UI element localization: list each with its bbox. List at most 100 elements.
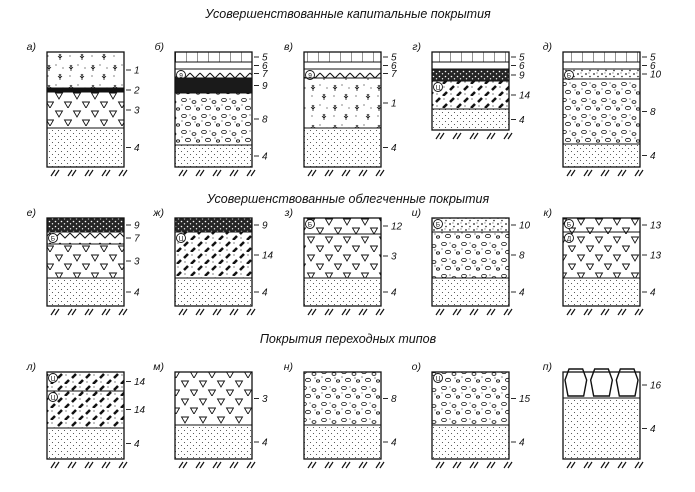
layer-number: 3: [134, 257, 140, 268]
ground-hatch: [617, 461, 627, 469]
ground-hatch: [307, 308, 317, 316]
ground-hatch: [600, 461, 610, 469]
ground-hatch: [503, 132, 513, 140]
layer-number: 4: [519, 438, 525, 449]
layer-number: 3: [391, 252, 397, 263]
ground-hatch: [634, 169, 644, 177]
layer-fill: [47, 244, 124, 278]
layer-number: 9: [262, 81, 268, 92]
column-letter: б): [155, 41, 164, 53]
layer-fill: [175, 232, 252, 278]
layer-fill: [175, 425, 252, 459]
ground-hatch: [452, 132, 462, 140]
layer-fill: [304, 128, 381, 167]
column-letter: д): [543, 41, 552, 53]
layer-number: 7: [391, 69, 397, 80]
layer-number: 9: [519, 71, 525, 82]
layer-fill: [175, 218, 252, 232]
column-letter: н): [284, 361, 293, 373]
ground-hatch: [486, 461, 496, 469]
ground-hatch: [435, 308, 445, 316]
layer-fill: [432, 62, 509, 69]
ground-hatch: [118, 308, 128, 316]
ground-hatch: [600, 169, 610, 177]
layer-fill: [304, 372, 381, 425]
ground-hatch: [212, 169, 222, 177]
layer-tag-circle: [305, 219, 315, 229]
layer-fill: [175, 145, 252, 167]
layer-tag: Б: [567, 221, 571, 228]
layer-tag: 9: [179, 72, 183, 79]
layer-tag: Ц: [436, 84, 441, 91]
layer-fill: [432, 278, 509, 306]
pavement-column: п)164: [543, 361, 662, 469]
column-frame: [562, 217, 641, 307]
layer-number: 9: [134, 221, 140, 232]
ground-hatch: [375, 169, 385, 177]
layer-number: 5: [519, 53, 525, 64]
layer-fill: [563, 232, 640, 278]
layer-number: 4: [262, 288, 268, 299]
layer-fill: [563, 79, 640, 144]
layer-number: 10: [519, 221, 531, 232]
layer-fill: [432, 232, 509, 278]
column-letter: и): [412, 207, 421, 219]
ground-hatch: [212, 461, 222, 469]
layer-tag-circle: [433, 82, 443, 92]
layer-number: 4: [134, 143, 140, 154]
ground-hatch: [358, 308, 368, 316]
column-frame: [174, 371, 253, 460]
column-frame: [431, 51, 510, 131]
ground-hatch: [324, 308, 334, 316]
layer-tag: Б: [308, 221, 312, 228]
layer-number: 4: [650, 288, 656, 299]
layer-number: 3: [134, 106, 140, 117]
layer-fill: [432, 218, 509, 232]
column-letter: з): [284, 207, 293, 219]
layer-fill: [47, 372, 124, 391]
column-frame: [562, 51, 641, 168]
ground-hatch: [118, 461, 128, 469]
section-title: Усовершенствованные капитальные покрытия: [204, 7, 491, 21]
layer-number: 2: [133, 86, 140, 97]
column-letter: в): [284, 41, 293, 53]
layer-number: 8: [391, 394, 397, 405]
column-frame: [303, 371, 382, 460]
layer-number: 4: [391, 438, 397, 449]
layer-tag: Ц: [436, 375, 441, 382]
stone-block: [564, 368, 588, 397]
ground-hatch: [634, 308, 644, 316]
layer-fill: [47, 52, 124, 88]
layer-number: 4: [519, 115, 525, 126]
layer-fill: [175, 372, 252, 425]
section-title: Покрытия переходных типов: [260, 332, 437, 346]
column-frame: [46, 371, 125, 460]
ground-hatch: [435, 132, 445, 140]
layer-fill: [563, 144, 640, 167]
layer-fill: [304, 234, 381, 278]
ground-hatch: [469, 308, 479, 316]
layer-number: 8: [262, 115, 268, 126]
layer-number: 12: [391, 222, 403, 233]
layer-fill: [563, 278, 640, 306]
layer-number: 14: [134, 405, 146, 416]
layer-fill: [432, 81, 509, 109]
layer-tag-circle: [48, 233, 58, 243]
column-frame: [174, 217, 253, 307]
ground-hatch: [67, 169, 77, 177]
ground-hatch: [101, 308, 111, 316]
column-frame: [431, 371, 510, 460]
layer-fill: [563, 218, 640, 232]
ground-hatch: [229, 308, 239, 316]
column-frame: [46, 217, 125, 307]
layer-number: 6: [519, 61, 525, 72]
layer-tag-circle: [564, 233, 574, 243]
layer-tag-circle: [564, 219, 574, 229]
ground-hatch: [67, 308, 77, 316]
layer-tag-circle: [48, 392, 58, 402]
column-frame: [562, 371, 641, 460]
